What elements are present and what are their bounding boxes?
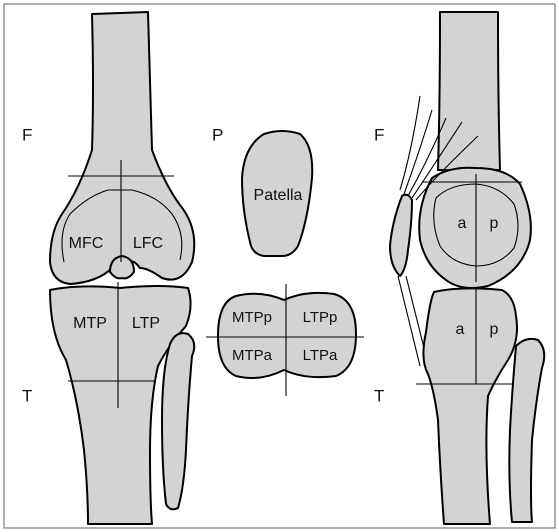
- patella-and-plateau: P Patella MTPp LTPp MTPa LTPa: [206, 125, 364, 396]
- frontal-knee-view: F T MFC LFC MTP LTP: [22, 12, 194, 524]
- lfc-label: LFC: [133, 235, 163, 252]
- patella-letter: P: [212, 125, 223, 144]
- lateral-tibia-label: T: [374, 386, 384, 405]
- lateral-fibula: [509, 339, 544, 522]
- lateral-femur-label: F: [374, 125, 384, 144]
- lateral-tibia: [423, 288, 517, 524]
- frontal-fibula: [162, 333, 194, 509]
- lateral-femur-posterior-label: p: [490, 215, 499, 232]
- lateral-tibia-anterior-label: a: [456, 321, 465, 338]
- lateral-femoral-condyle: [419, 168, 531, 288]
- frontal-tibia-label: T: [22, 386, 32, 405]
- mtpa-label: MTPa: [232, 347, 273, 364]
- lateral-femur-shaft: [438, 12, 500, 170]
- ltpp-label: LTPp: [303, 309, 338, 326]
- mtpp-label: MTPp: [232, 309, 272, 326]
- lateral-patella: [390, 195, 412, 276]
- lateral-tibia-posterior-label: p: [490, 321, 499, 338]
- lateral-knee-view: F T a p a p: [374, 12, 544, 524]
- intercondylar-notch: [110, 256, 134, 278]
- mfc-label: MFC: [69, 235, 104, 252]
- lateral-femur-anterior-label: a: [458, 215, 467, 232]
- tibial-plateau-shape: [218, 293, 356, 378]
- patella-label: Patella: [254, 187, 303, 204]
- mtp-label: MTP: [73, 315, 107, 332]
- ltp-label: LTP: [132, 315, 160, 332]
- frontal-femur-label: F: [22, 125, 32, 144]
- ltpa-label: LTPa: [303, 347, 338, 364]
